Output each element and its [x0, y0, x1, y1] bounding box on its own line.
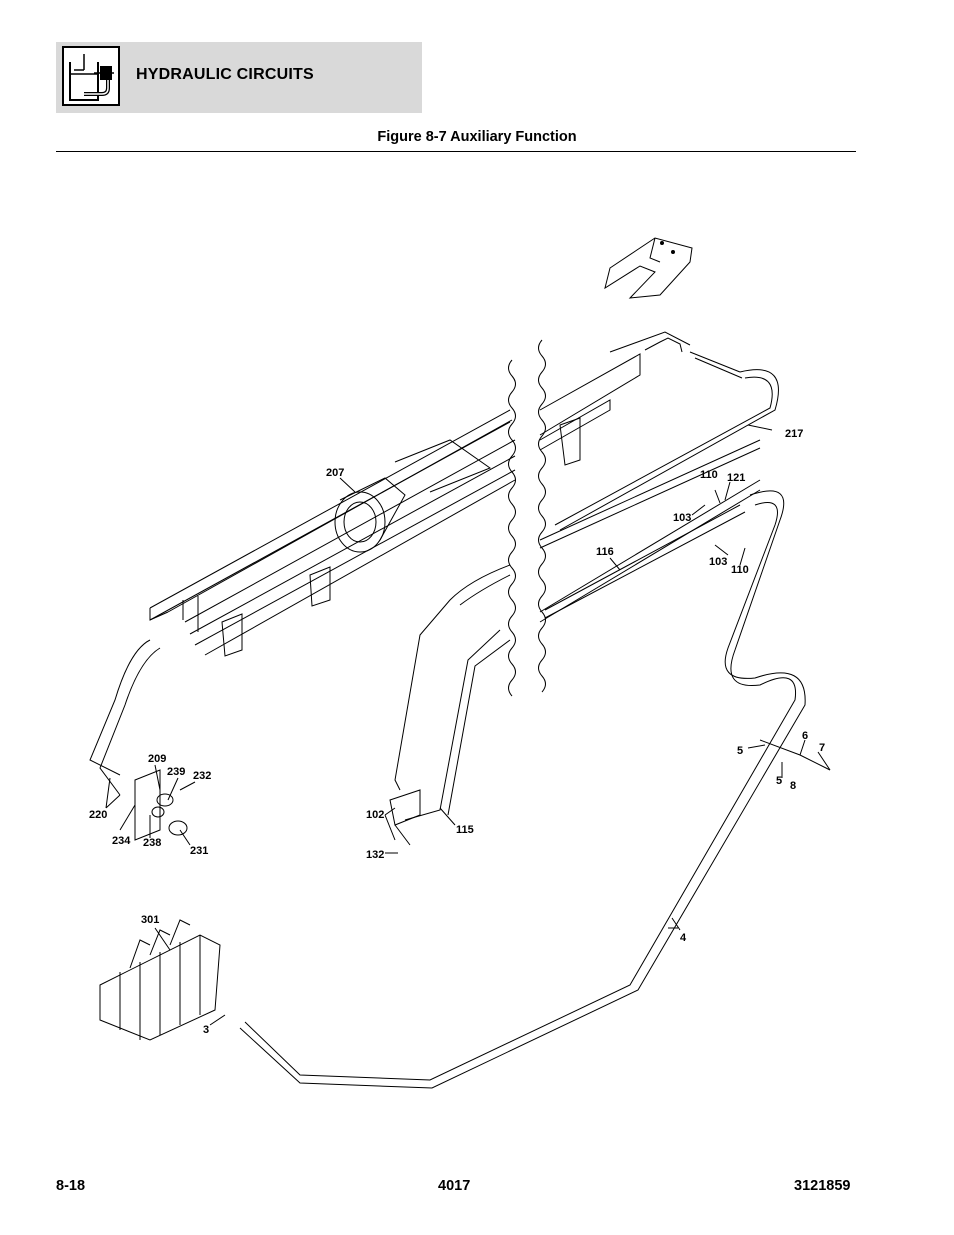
callout-102: 102	[366, 809, 384, 821]
hose-217	[559, 351, 779, 531]
callout-labels: 217 207 110 121 103 116 103 110 209 239 …	[89, 428, 825, 1036]
callout-239: 239	[167, 766, 185, 778]
callout-220: 220	[89, 809, 107, 821]
clamp-part	[389, 789, 421, 846]
callout-209: 209	[148, 753, 166, 765]
callout-234: 234	[112, 835, 131, 847]
model-number: 4017	[438, 1178, 471, 1194]
bracket-part	[604, 237, 693, 299]
callout-110-bottom: 110	[731, 564, 749, 576]
callout-115: 115	[456, 824, 474, 836]
callout-3: 3	[203, 1024, 209, 1036]
manual-number: 3121859	[794, 1178, 851, 1194]
callout-110-top: 110	[700, 469, 718, 481]
header-divider	[56, 151, 856, 152]
callout-4: 4	[680, 932, 687, 944]
callout-207: 207	[326, 467, 344, 479]
callout-103-bottom: 103	[709, 556, 727, 568]
callout-116: 116	[596, 546, 614, 558]
page-number: 8-18	[56, 1178, 86, 1194]
callout-301: 301	[141, 914, 159, 926]
callout-103-top: 103	[673, 512, 691, 524]
callout-132: 132	[366, 849, 384, 861]
break-line-left	[508, 359, 516, 697]
control-valve-301	[99, 919, 221, 1041]
callout-7: 7	[819, 742, 825, 754]
callout-121: 121	[727, 472, 745, 484]
callout-5-left: 5	[737, 745, 743, 757]
break-line-right	[538, 339, 546, 693]
callout-238: 238	[143, 837, 161, 849]
hydraulic-circuit-icon	[62, 46, 120, 106]
figure-title: Figure 8-7 Auxiliary Function	[377, 129, 577, 145]
callout-231: 231	[190, 845, 208, 857]
callout-8: 8	[790, 780, 796, 792]
boom-assembly	[149, 331, 761, 657]
hose-220	[89, 639, 161, 796]
hose-4	[244, 490, 797, 1081]
callout-6: 6	[802, 730, 808, 742]
hose-116	[544, 504, 746, 619]
valve-bracket	[134, 769, 188, 841]
callout-232: 232	[193, 770, 211, 782]
callout-217: 217	[785, 428, 803, 440]
section-title: HYDRAULIC CIRCUITS	[136, 66, 314, 83]
hose-115	[394, 564, 511, 791]
callout-5-bottom: 5	[776, 775, 782, 787]
rotator-part	[334, 439, 492, 553]
